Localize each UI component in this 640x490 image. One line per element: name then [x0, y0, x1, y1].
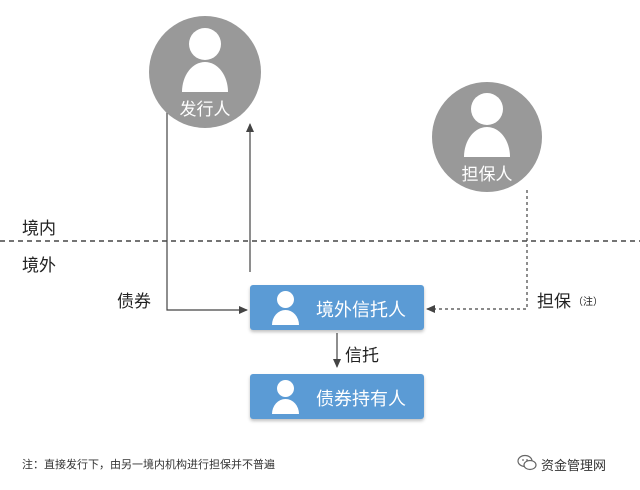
guarantee-edge-label: 担保	[537, 292, 571, 312]
region-offshore-label: 境外	[22, 256, 56, 276]
person-icon	[432, 82, 542, 192]
bond-edge-label: 债券	[117, 292, 151, 312]
offshore-trustee-label: 境外信托人	[316, 300, 406, 321]
wechat-icon	[517, 454, 537, 471]
guarantee-arrow	[426, 190, 528, 313]
bond-holder-label: 债券持有人	[316, 389, 406, 410]
issuer-label: 发行人	[179, 100, 231, 120]
bond-arrow	[166, 110, 248, 314]
region-domestic-label: 境内	[22, 219, 56, 239]
issuer-node: 发行人	[149, 16, 261, 128]
offshore-trustee-node: 境外信托人	[250, 285, 424, 330]
guarantor-label: 担保人	[461, 165, 513, 185]
person-icon	[149, 16, 261, 128]
footnote: 注：直接发行下，由另一境内机构进行担保并不普遍	[22, 458, 275, 471]
bond-holder-node: 债券持有人	[250, 374, 424, 419]
trust-edge-label: 信托	[345, 346, 379, 366]
watermark: 资金管理网	[541, 459, 607, 474]
guarantee-note-mark: （注）	[573, 297, 603, 308]
person-icon	[268, 378, 304, 415]
guarantor-node: 担保人	[432, 82, 542, 192]
person-icon	[268, 289, 304, 326]
